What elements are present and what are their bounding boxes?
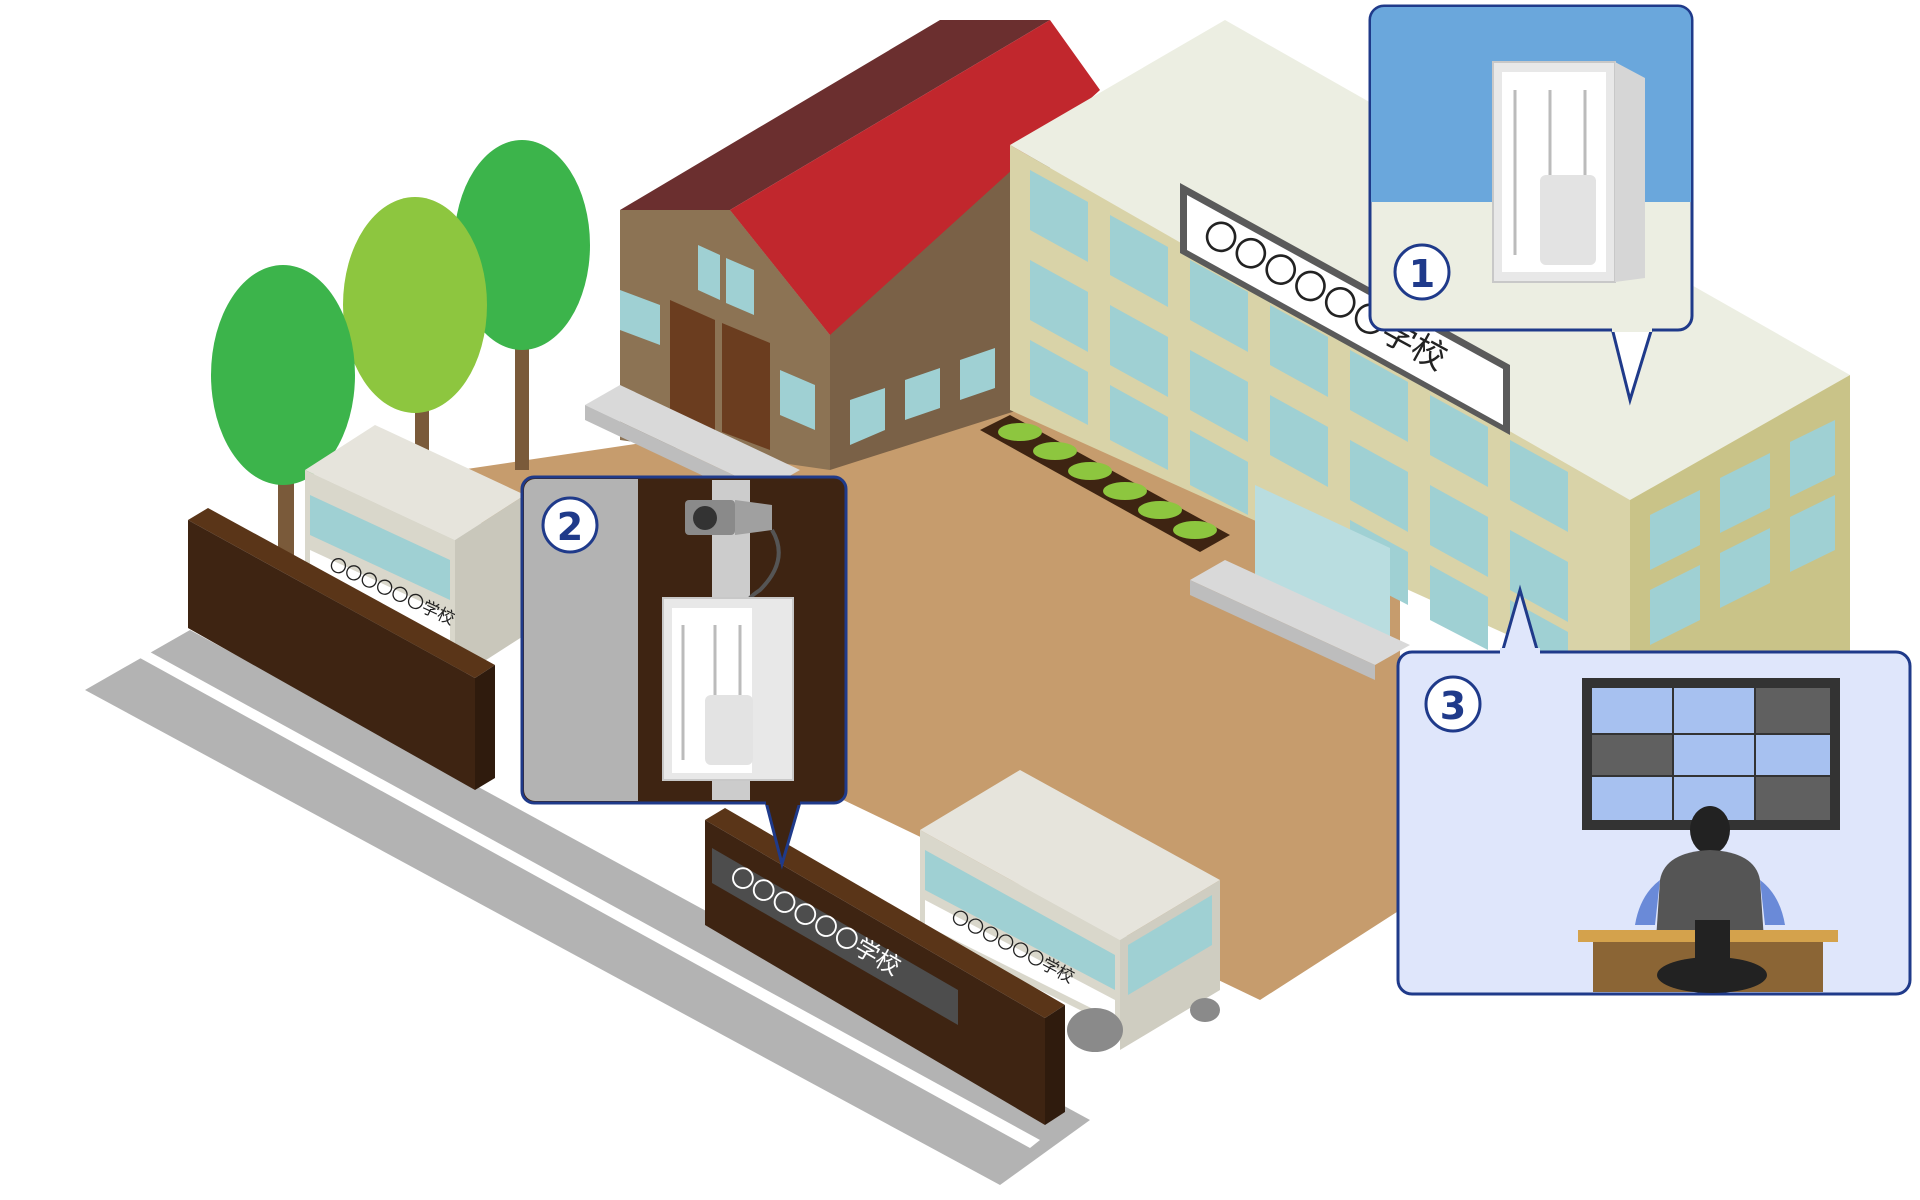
callout-2-badge (541, 496, 599, 554)
callout-1-badge (1393, 243, 1451, 301)
road (85, 630, 1090, 1185)
callout-3-number: 3 (1440, 684, 1466, 728)
bus-right: 〇〇〇〇〇〇学校 (920, 770, 1220, 1052)
trees (211, 140, 590, 560)
brick-wall-left (188, 508, 495, 790)
callout-2-number: 2 (557, 505, 583, 549)
callout-1: 1 (1368, 4, 1694, 406)
callout-1-number: 1 (1409, 252, 1435, 296)
gate-wall: 〇〇〇〇〇〇学校 (705, 808, 1065, 1125)
old-building (585, 20, 1100, 505)
callout-3-badge (1424, 675, 1482, 733)
callout-2: 2 (520, 475, 848, 870)
callout-3: 3 (1396, 584, 1912, 996)
